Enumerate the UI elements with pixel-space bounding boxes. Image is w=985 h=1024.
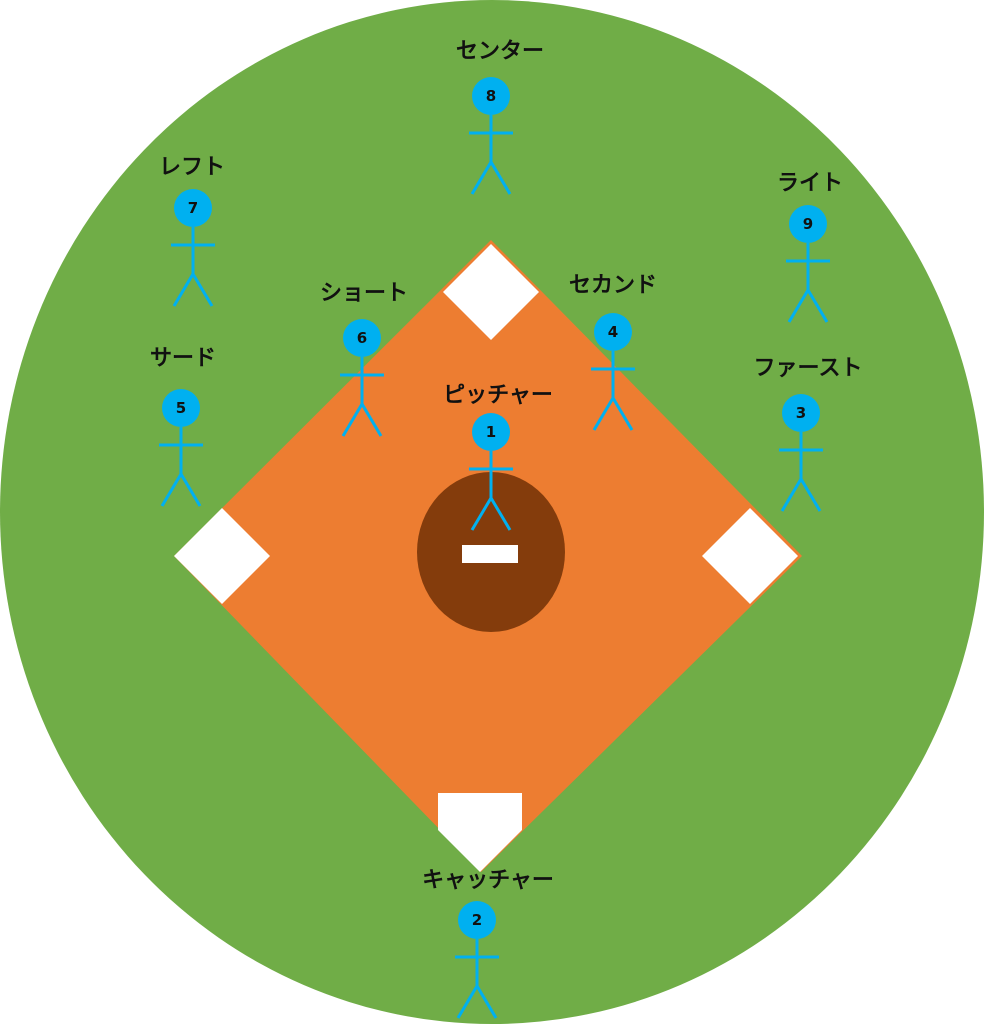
- player-head: [162, 389, 200, 427]
- player-head: [458, 901, 496, 939]
- position-number: 4: [608, 323, 618, 341]
- stick-figure-icon: [469, 451, 513, 531]
- position-label: ファースト: [754, 356, 863, 381]
- player-head: [472, 77, 510, 115]
- position-number: 6: [357, 329, 367, 347]
- player-position-6: ショート 6: [320, 281, 408, 437]
- stick-figure-icon: [779, 432, 823, 512]
- position-number: 5: [176, 399, 186, 417]
- position-label: ライト: [777, 171, 843, 196]
- position-label: センター: [456, 39, 544, 64]
- position-label: キャッチャー: [422, 868, 554, 893]
- third-base: [174, 508, 270, 604]
- player-head: [789, 205, 827, 243]
- stick-figure-icon: [159, 427, 203, 507]
- player-position-3: ファースト 3: [754, 356, 863, 512]
- stick-figure-icon: [469, 115, 513, 195]
- pitchers-rubber: [462, 545, 518, 563]
- home-plate: [438, 793, 522, 872]
- player-position-2: キャッチャー 2: [422, 868, 554, 1019]
- stick-figure-icon: [171, 227, 215, 307]
- player-head: [343, 319, 381, 357]
- position-label: レフト: [159, 155, 225, 180]
- player-head: [594, 313, 632, 351]
- stick-figure-icon: [591, 351, 635, 431]
- player-head: [174, 189, 212, 227]
- position-number: 2: [472, 911, 482, 929]
- position-number: 9: [803, 215, 813, 233]
- player-position-8: センター 8: [456, 39, 544, 195]
- position-number: 1: [486, 423, 496, 441]
- position-label: ショート: [320, 281, 408, 306]
- position-number: 7: [188, 199, 198, 217]
- first-base: [702, 508, 798, 604]
- second-base: [443, 244, 539, 340]
- player-head: [782, 394, 820, 432]
- player-position-5: サード 5: [150, 346, 216, 507]
- position-label: サード: [150, 346, 216, 371]
- player-position-4: セカンド 4: [569, 273, 657, 431]
- stick-figure-icon: [340, 357, 384, 437]
- position-label: セカンド: [569, 273, 657, 298]
- player-position-7: レフト 7: [159, 155, 225, 307]
- stick-figure-icon: [786, 243, 830, 323]
- position-number: 3: [796, 404, 806, 422]
- position-number: 8: [486, 87, 496, 105]
- position-label: ピッチャー: [443, 383, 553, 408]
- player-position-9: ライト 9: [777, 171, 843, 323]
- player-head: [472, 413, 510, 451]
- player-position-1: ピッチャー 1: [443, 383, 553, 531]
- stick-figure-icon: [455, 939, 499, 1019]
